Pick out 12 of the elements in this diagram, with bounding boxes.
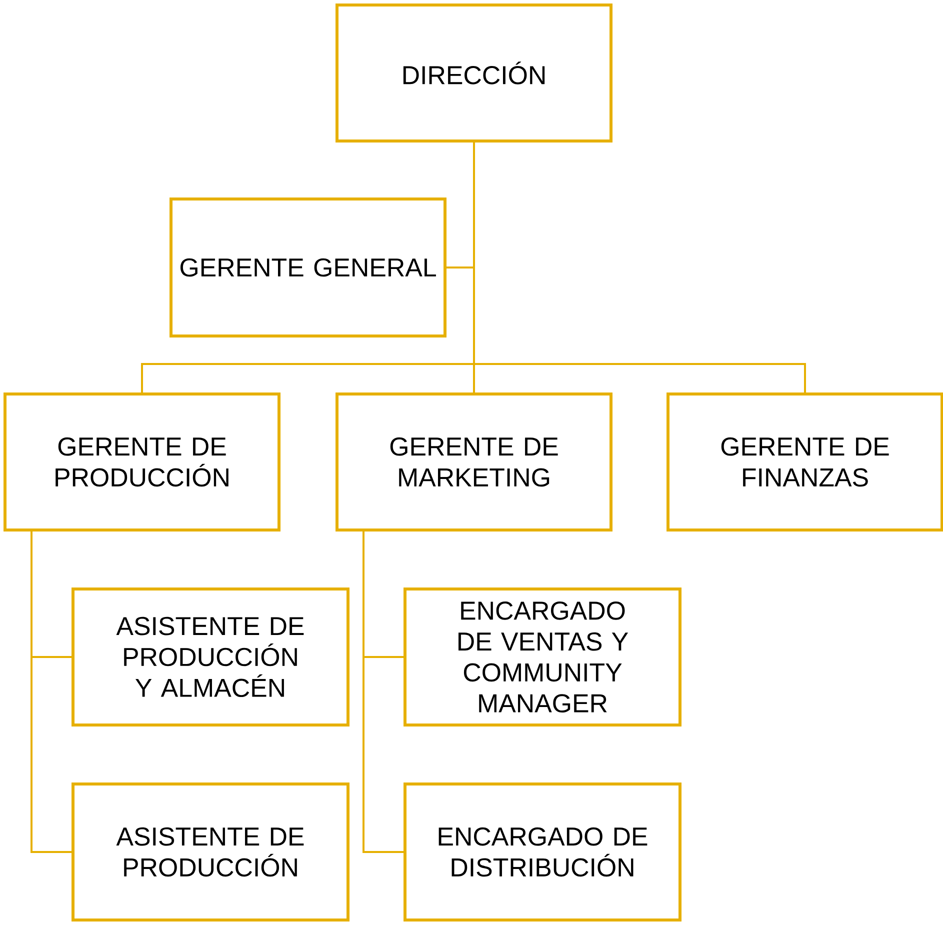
org-box: ENCARGADO DE DISTRIBUCIÓN: [404, 782, 682, 922]
org-box: ASISTENTE DE PRODUCCIÓN Y ALMACÉN: [72, 588, 350, 726]
org-box: GERENTE DE MARKETING: [336, 392, 612, 532]
connector-line: [473, 142, 806, 392]
org-box: ENCARGADO DE VENTAS Y COMMUNITY MANAGER: [404, 588, 682, 726]
org-box: ASISTENTE DE PRODUCCIÓN: [72, 782, 350, 922]
org-box: GERENTE GENERAL: [170, 198, 446, 338]
org-box: DIRECCIÓN: [336, 4, 612, 142]
connector-line: [30, 532, 72, 853]
org-box: GERENTE DE PRODUCCIÓN: [4, 392, 280, 532]
org-box: GERENTE DE FINANZAS: [666, 392, 943, 532]
connector-line: [362, 532, 404, 853]
